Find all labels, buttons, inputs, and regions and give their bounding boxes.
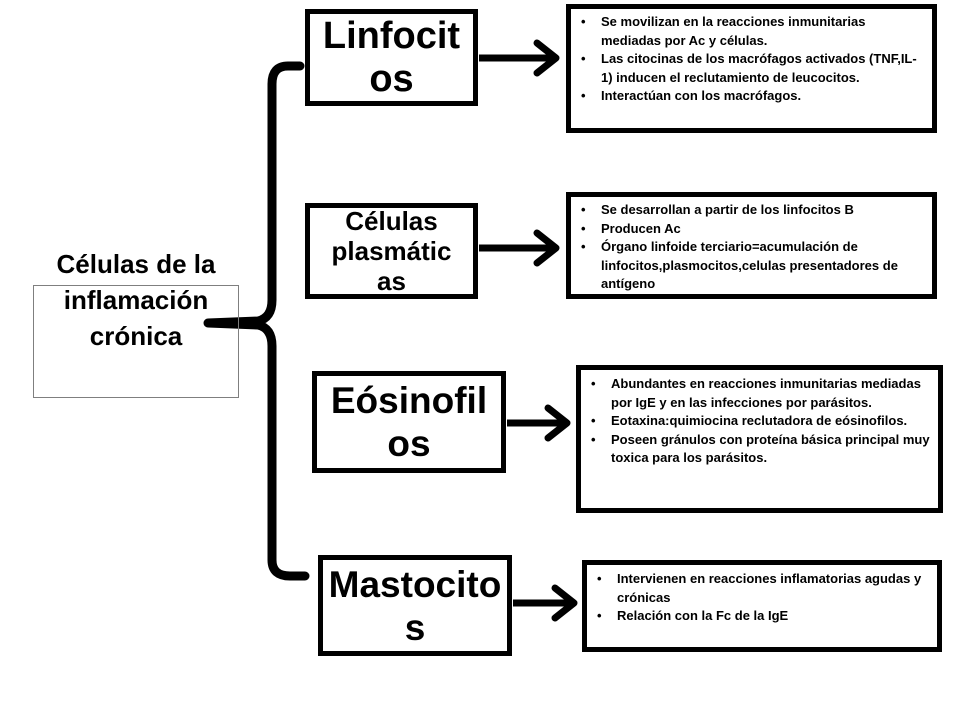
detail-box-mastocitos: Intervienen en reacciones inflamatorias … [582, 560, 942, 652]
arrow-mastocitos [513, 584, 578, 622]
detail-item: Se movilizan en la reacciones inmunitari… [581, 13, 924, 50]
category-label-line: s [404, 606, 426, 648]
detail-item: Interactúan con los macrófagos. [581, 87, 924, 106]
detail-box-celulas-plasmaticas: Se desarrollan a partir de los linfocito… [566, 192, 937, 299]
detail-box-linfocitos: Se movilizan en la reacciones inmunitari… [566, 4, 937, 133]
detail-item: Se desarrollan a partir de los linfocito… [581, 201, 924, 220]
arrow-eosinofilos [507, 404, 571, 442]
category-label: Eósinofil os [331, 379, 487, 465]
root-node-box [33, 285, 239, 398]
detail-item: Producen Ac [581, 220, 924, 239]
detail-item: Eotaxina:quimiocina reclutadora de eósin… [591, 412, 930, 431]
detail-list: Se desarrollan a partir de los linfocito… [575, 201, 924, 294]
category-label-line: Mastocito [328, 563, 502, 605]
detail-list: Abundantes en reacciones inmunitarias me… [585, 375, 930, 468]
category-label-line: Eósinofil [330, 380, 488, 421]
category-label-line: os [369, 57, 414, 100]
detail-item: Órgano linfoide terciario=acumulación de… [581, 238, 924, 294]
root-node-label: Células de la inflamación crónica [56, 249, 216, 351]
category-label-line: plasmátic [331, 236, 452, 266]
category-celulas-plasmaticas: Células plasmátic as [305, 203, 478, 299]
category-eosinofilos: Eósinofil os [312, 371, 506, 473]
category-linfocitos: Linfocit os [305, 9, 478, 106]
category-label-line: Células [345, 206, 438, 236]
detail-item: Las citocinas de los macrófagos activado… [581, 50, 924, 87]
arrow-linfocitos [479, 39, 560, 77]
category-label-line: Linfocit [322, 14, 461, 57]
detail-item: Intervienen en reacciones inflamatorias … [597, 570, 929, 607]
detail-item: Relación con la Fc de la IgE [597, 607, 929, 626]
curly-brace [203, 61, 310, 581]
detail-box-eosinofilos: Abundantes en reacciones inmunitarias me… [576, 365, 943, 513]
category-label: Mastocito s [329, 563, 502, 649]
category-label-line: as [377, 266, 406, 296]
detail-list: Se movilizan en la reacciones inmunitari… [575, 13, 924, 106]
category-label-line: os [387, 423, 431, 464]
detail-item: Abundantes en reacciones inmunitarias me… [591, 375, 930, 412]
arrow-celulas-plasmaticas [479, 229, 560, 267]
detail-list: Intervienen en reacciones inflamatorias … [591, 570, 929, 626]
category-label: Células plasmátic as [332, 206, 452, 296]
detail-item: Poseen gránulos con proteína básica prin… [591, 431, 930, 468]
category-mastocitos: Mastocito s [318, 555, 512, 656]
category-label: Linfocit os [323, 15, 460, 101]
